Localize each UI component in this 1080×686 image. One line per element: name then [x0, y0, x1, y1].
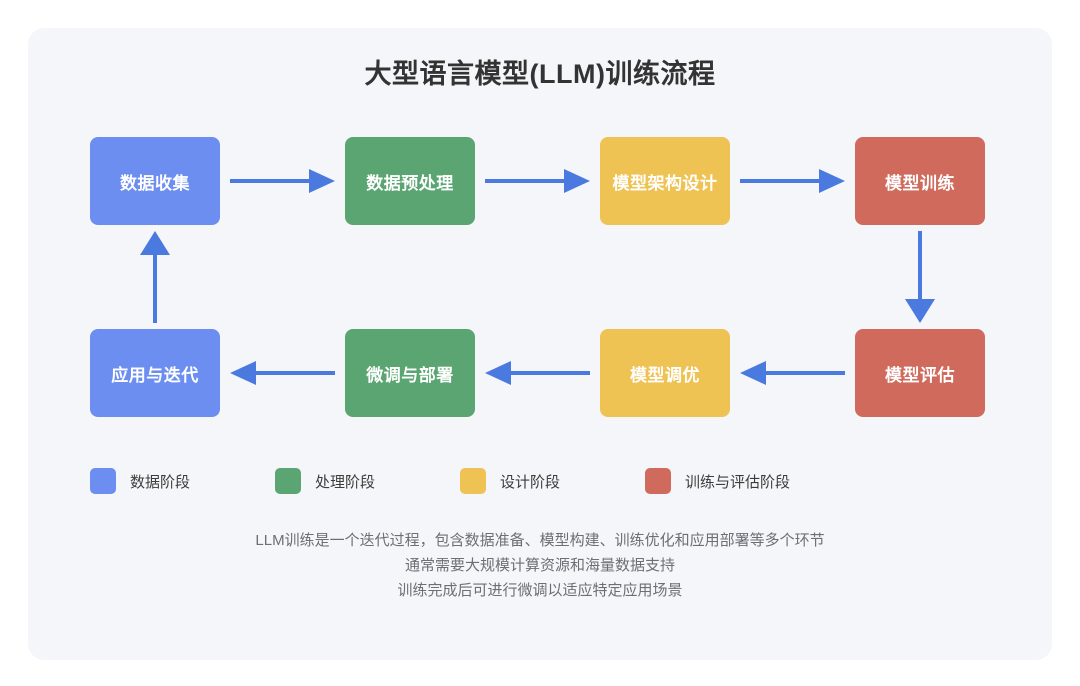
- legend-label: 数据阶段: [130, 473, 191, 491]
- legend-label: 设计阶段: [500, 473, 561, 491]
- legend-swatch-icon: [275, 468, 301, 494]
- legend-item-train-eval-stage: 训练与评估阶段: [645, 468, 830, 494]
- page-title: 大型语言模型(LLM)训练流程: [364, 59, 716, 89]
- footer-line-2: 通常需要大规模计算资源和海量数据支持: [404, 557, 675, 574]
- footer-notes: LLM训练是一个迭代过程，包含数据准备、模型构建、训练优化和应用部署等多个环节 …: [28, 528, 1052, 603]
- flow-node-model-architecture[interactable]: 模型架构设计: [600, 137, 730, 225]
- flow-node-model-tuning[interactable]: 模型调优: [600, 329, 730, 417]
- arrow-shaft: [918, 231, 922, 299]
- footer-line-1: LLM训练是一个迭代过程，包含数据准备、模型构建、训练优化和应用部署等多个环节: [255, 532, 825, 549]
- arrow-head-right: [309, 169, 335, 193]
- arrow-evaluation-to-tuning: [740, 358, 845, 388]
- arrow-head-right: [819, 169, 845, 193]
- arrow-head-down: [905, 299, 935, 323]
- arrow-head-right: [564, 169, 590, 193]
- arrow-shaft: [153, 255, 157, 323]
- flow-node-data-preprocess[interactable]: 数据预处理: [345, 137, 475, 225]
- diagram-card: 大型语言模型(LLM)训练流程 数据收集 数据预处理 模型架构设计 模型训练: [28, 28, 1052, 660]
- arrow-data-collection-to-preprocess: [230, 166, 335, 196]
- arrow-head-left: [230, 361, 256, 385]
- arrow-shaft: [256, 371, 335, 375]
- arrow-architecture-to-training: [740, 166, 845, 196]
- flow-node-application-iteration[interactable]: 应用与迭代: [90, 329, 220, 417]
- flow-node-finetune-deploy[interactable]: 微调与部署: [345, 329, 475, 417]
- flow-node-model-training[interactable]: 模型训练: [855, 137, 985, 225]
- arrow-head-up: [140, 231, 170, 255]
- arrow-shaft: [766, 371, 845, 375]
- arrow-head-left: [740, 361, 766, 385]
- arrow-head-left: [485, 361, 511, 385]
- arrow-preprocess-to-architecture: [485, 166, 590, 196]
- legend-swatch-icon: [645, 468, 671, 494]
- flowchart: 数据收集 数据预处理 模型架构设计 模型训练 应用与迭代: [28, 28, 1052, 660]
- footer-line-3: 训练完成后可进行微调以适应特定应用场景: [397, 582, 683, 599]
- arrow-shaft: [511, 371, 590, 375]
- flow-node-data-collection[interactable]: 数据收集: [90, 137, 220, 225]
- arrow-training-to-evaluation: [905, 231, 935, 323]
- legend-swatch-icon: [460, 468, 486, 494]
- legend-label: 处理阶段: [315, 473, 376, 491]
- flow-node-model-evaluation[interactable]: 模型评估: [855, 329, 985, 417]
- legend-label: 训练与评估阶段: [685, 473, 791, 491]
- legend: 数据阶段 处理阶段 设计阶段 训练与评估阶段: [90, 468, 990, 494]
- arrow-finetune-to-application: [230, 358, 335, 388]
- legend-item-design-stage: 设计阶段: [460, 468, 645, 494]
- arrow-shaft: [740, 179, 819, 183]
- legend-swatch-icon: [90, 468, 116, 494]
- arrow-shaft: [485, 179, 564, 183]
- arrow-tuning-to-finetune: [485, 358, 590, 388]
- legend-item-process-stage: 处理阶段: [275, 468, 460, 494]
- arrow-shaft: [230, 179, 309, 183]
- arrow-application-to-data-collection-loop: [140, 231, 170, 323]
- legend-item-data-stage: 数据阶段: [90, 468, 275, 494]
